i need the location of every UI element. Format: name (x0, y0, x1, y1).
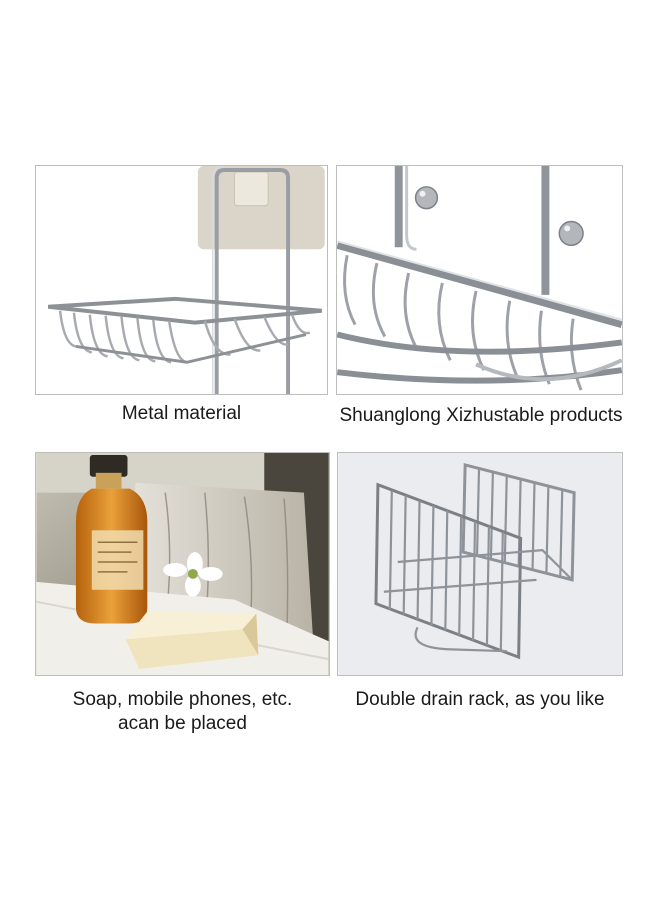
caption-soap-phones-line2: acan be placed (118, 713, 247, 734)
caption-brand-products: Shuanglong Xizhustable products (339, 405, 623, 426)
soap-bottle-illustration (36, 453, 329, 675)
double-rack-illustration (338, 453, 622, 675)
caption-double-drain-rack: Double drain rack, as you like (355, 689, 605, 710)
product-photo-rack-closeup (336, 165, 623, 395)
product-photo-double-rack (337, 452, 623, 676)
caption-soap-phones-line1: Soap, mobile phones, etc. (72, 689, 293, 710)
metal-rack-illustration (36, 166, 327, 394)
caption-soap-phones: Soap, mobile phones, etc. acan be placed (25, 688, 340, 736)
product-photo-soap-bottle (35, 452, 330, 676)
product-photo-metal-rack (35, 165, 328, 395)
rack-closeup-illustration (337, 166, 622, 394)
caption-metal-material: Metal material (121, 403, 242, 424)
